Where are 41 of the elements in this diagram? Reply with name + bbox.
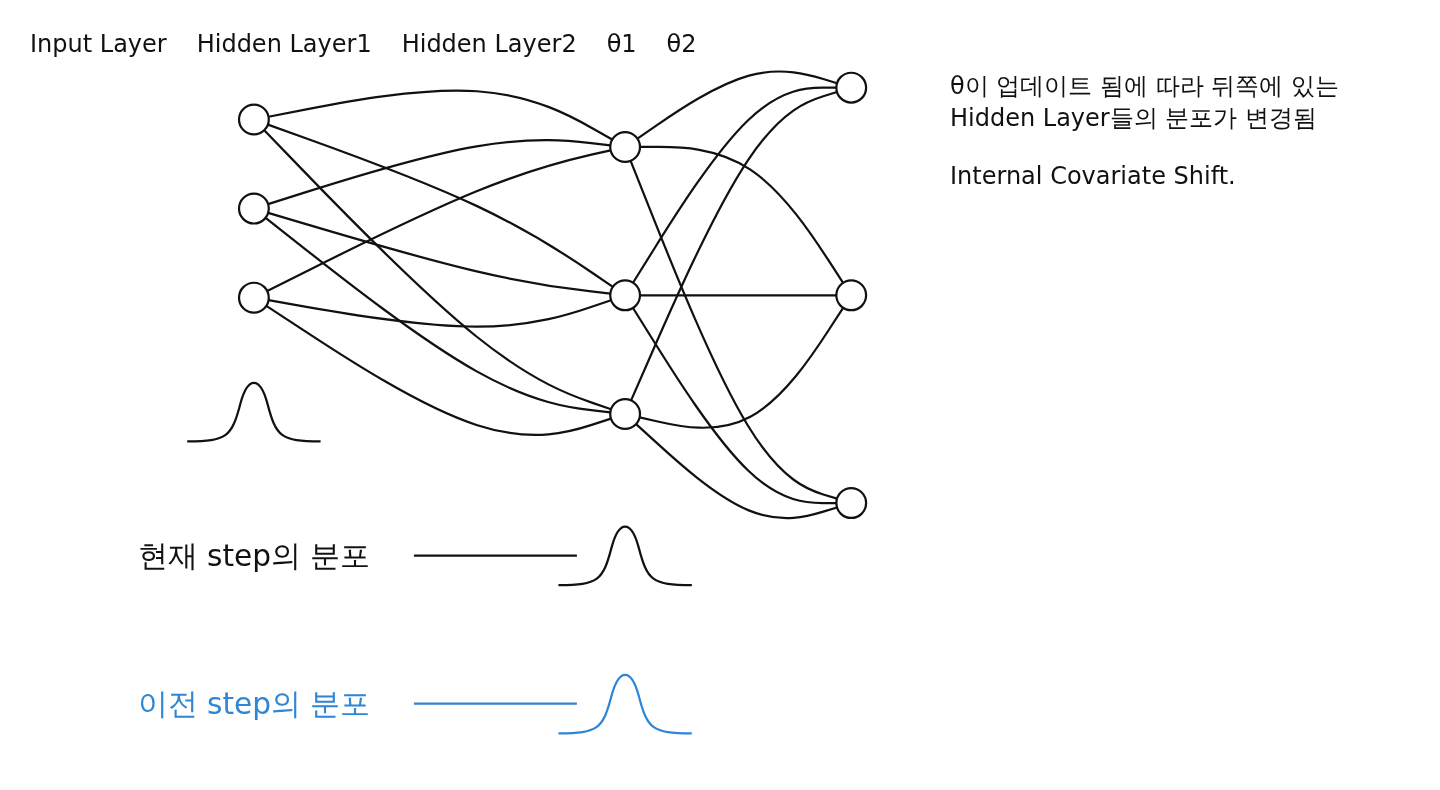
connection-line <box>632 86 837 284</box>
connection-line <box>413 554 577 557</box>
connection-line <box>632 307 837 505</box>
connection-line <box>639 307 845 429</box>
neuron-circle <box>609 398 642 431</box>
connection-line <box>413 702 577 705</box>
connection-line <box>629 160 838 500</box>
connection-line <box>640 145 845 284</box>
bell-curve-drawing <box>558 673 692 735</box>
weight-label: θ2 <box>666 30 697 58</box>
weight-label: θ1 <box>606 30 637 58</box>
handwritten-label: 이전 step의 분포 <box>138 685 370 722</box>
connection-line <box>636 70 838 140</box>
neuron-circle <box>609 279 642 312</box>
neuron-circle <box>237 281 270 314</box>
connection-line <box>268 89 613 141</box>
layer-title: Hidden Layer1 <box>196 30 372 58</box>
connection-line <box>267 211 611 295</box>
connection-line <box>630 90 838 401</box>
connection-line <box>268 299 612 328</box>
bell-curve-drawing <box>558 525 692 587</box>
connection-line <box>266 149 611 292</box>
connection-line <box>267 123 614 288</box>
neuron-circle <box>237 103 270 136</box>
concept-label: Internal Covariate Shift. <box>950 162 1237 190</box>
connection-line <box>264 216 611 414</box>
handwritten-label: 현재 step의 분포 <box>138 537 370 574</box>
note-text: θ이 업데이트 됨에 따라 뒤쪽에 있는 Hidden Layer들의 분포가 변경됨 <box>950 71 1340 134</box>
connection-line <box>267 139 611 206</box>
bell-curve-drawing <box>187 381 321 443</box>
connection-line <box>640 294 837 297</box>
neuron-circle <box>835 279 868 312</box>
neuron-circle <box>609 130 642 163</box>
neuron-circle <box>835 487 868 520</box>
neuron-circle <box>237 192 270 225</box>
connection-line <box>263 129 612 411</box>
layer-title: Input Layer <box>30 30 167 58</box>
neuron-circle <box>835 71 868 104</box>
connection-line <box>635 423 838 520</box>
connection-line <box>265 304 612 436</box>
layer-title: Hidden Layer2 <box>401 30 577 58</box>
